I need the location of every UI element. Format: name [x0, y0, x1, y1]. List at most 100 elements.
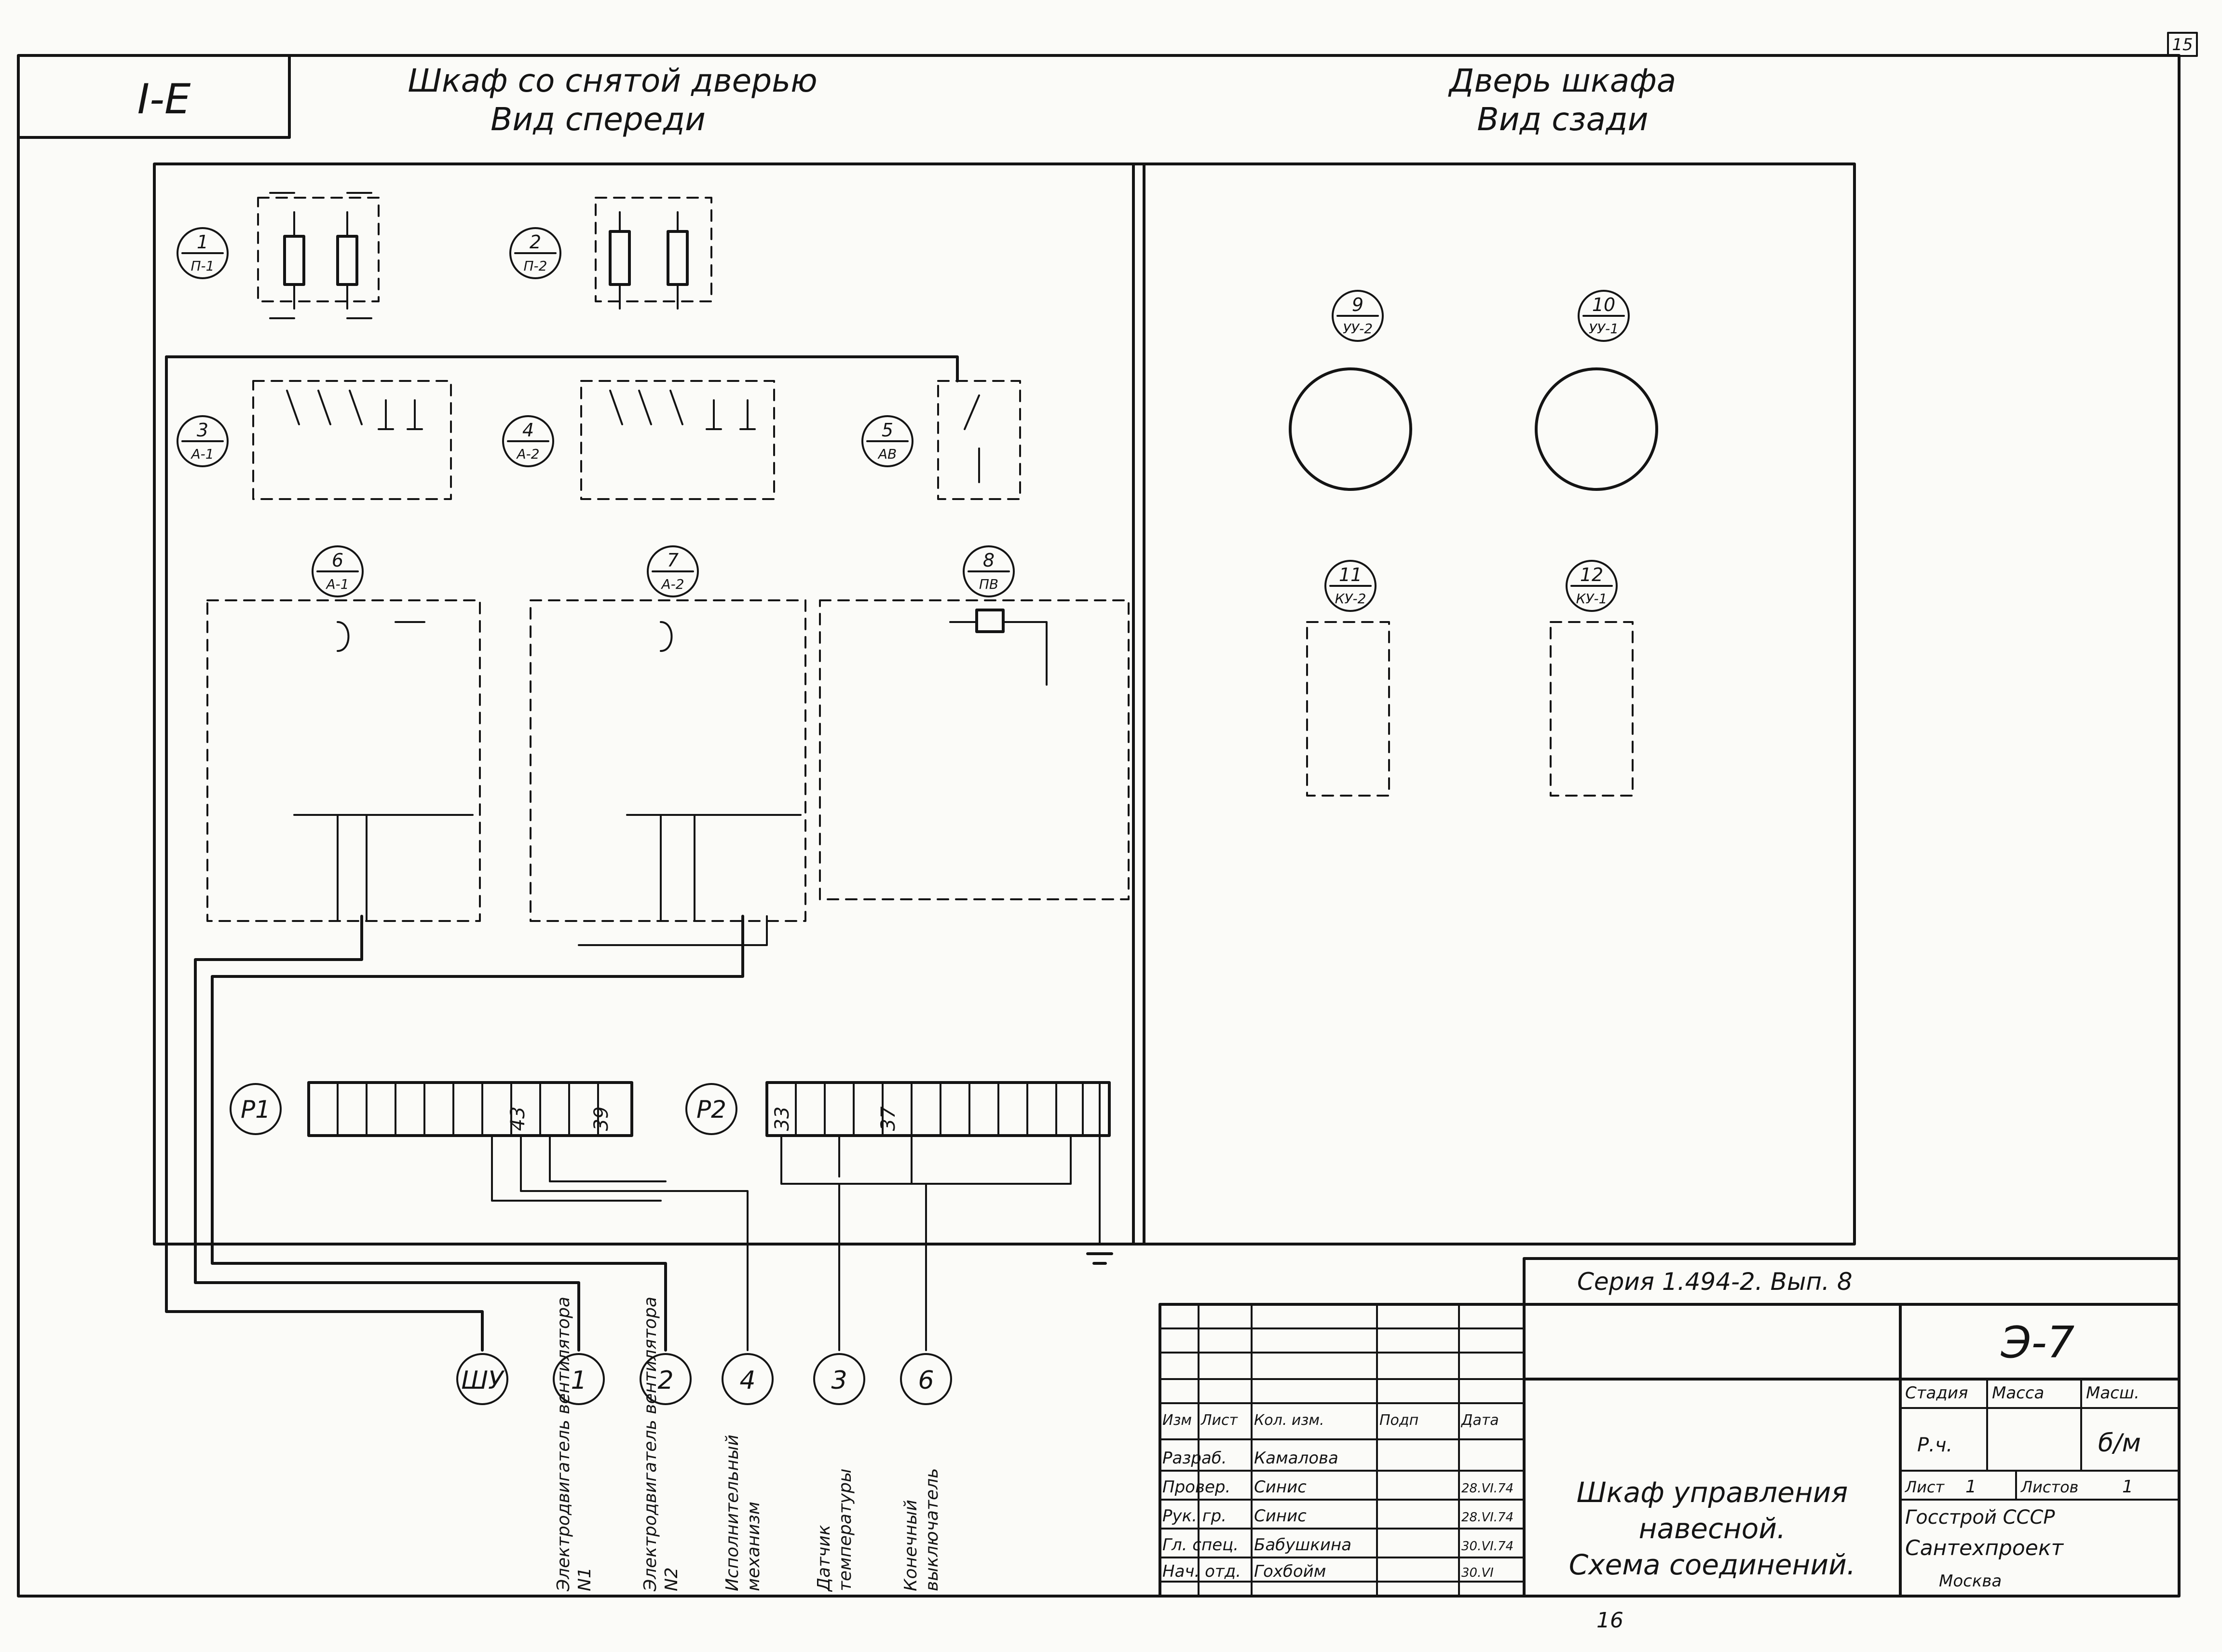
- device-code: АВ: [877, 446, 897, 462]
- device-number: 7: [667, 550, 679, 571]
- row-5-role: Нач. отд.: [1162, 1562, 1241, 1581]
- ground-icon: [1081, 1243, 1118, 1265]
- sheets-value: 1: [2122, 1477, 2133, 1497]
- row-4-role: Гл. спец.: [1162, 1535, 1239, 1555]
- relay-panel-8: [819, 599, 1130, 900]
- hdr-podp: Подп: [1379, 1412, 1418, 1429]
- org-line-3: Москва: [1939, 1571, 2002, 1591]
- external-device-label: N1: [575, 1567, 595, 1591]
- device-code: ПВ: [979, 576, 998, 592]
- device-badge-1: 1П-1: [177, 227, 229, 279]
- left-view-subtitle: Вид спереди: [491, 101, 706, 138]
- external-device-code: 3: [831, 1366, 847, 1395]
- left-view-title: Шкаф со снятой дверью: [408, 62, 817, 99]
- device-code: УУ-1: [1589, 321, 1619, 337]
- device-badges: 1П-12П-23А-14А-25АВ6А-17А-28ПВ9УУ-210УУ-…: [177, 227, 1630, 612]
- doc-name-line-1: Шкаф управления: [1577, 1476, 1848, 1509]
- view-code: Ⅰ-Е: [137, 75, 191, 123]
- terminal-block-left: Р1: [230, 1083, 282, 1135]
- sheet-number: 15: [2172, 35, 2193, 54]
- title-block: [1159, 1257, 2181, 1598]
- row-1-role: Разраб.: [1162, 1449, 1227, 1468]
- footer-stamp: 16: [1596, 1608, 1623, 1633]
- external-device-label: температуры: [835, 1469, 855, 1591]
- terminal-block-right: Р2: [685, 1083, 737, 1135]
- device-number: 3: [197, 420, 208, 441]
- external-device-ШУ: ШУ: [456, 1353, 508, 1405]
- scale-label: Масш.: [2086, 1383, 2140, 1403]
- device-code: А-2: [516, 446, 539, 462]
- door-back-outline: [1132, 162, 1856, 1246]
- terminal-block-label: Р1: [241, 1096, 271, 1124]
- device-number: 11: [1339, 564, 1362, 585]
- device-code: УУ-2: [1343, 321, 1373, 337]
- p2-value-37: 37: [877, 1106, 900, 1131]
- hdr-izm: Изм: [1162, 1412, 1192, 1429]
- external-device-code: 2: [657, 1366, 673, 1395]
- series-label: Серия 1.494-2. Вып. 8: [1577, 1268, 1853, 1296]
- device-number: 4: [522, 420, 534, 441]
- key-switch-11: [1306, 621, 1390, 797]
- terminal-strip-p2: [765, 1081, 1111, 1137]
- row-5-name: Гохбойм: [1254, 1562, 1326, 1581]
- row-4-date: 30.VI.74: [1461, 1539, 1513, 1554]
- row-1-name: Камалова: [1254, 1449, 1338, 1468]
- external-device-label: Исполнительный: [722, 1435, 742, 1591]
- external-device-code: ШУ: [461, 1366, 505, 1395]
- external-device-label: N2: [662, 1567, 682, 1591]
- external-device-code: 1: [571, 1366, 586, 1395]
- external-device-label: Электродвигатель вентилятора: [554, 1297, 573, 1592]
- stage-value: Р.ч.: [1917, 1434, 1952, 1456]
- row-3-name: Синис: [1254, 1506, 1307, 1526]
- device-badge-4: 4А-2: [502, 415, 554, 467]
- external-device-label: Конечный: [901, 1500, 921, 1591]
- row-4-name: Бабушкина: [1254, 1535, 1351, 1555]
- doc-name-line-3: Схема соединений.: [1569, 1548, 1855, 1581]
- device-badge-3: 3А-1: [177, 415, 229, 467]
- device-number: 1: [197, 231, 208, 253]
- external-device-code: 6: [918, 1366, 934, 1395]
- p2-value-33: 33: [771, 1107, 793, 1131]
- stage-label: Стадия: [1905, 1383, 1968, 1403]
- p1-value-39: 39: [590, 1107, 613, 1131]
- breaker-4: [580, 380, 775, 500]
- external-device-label: механизм: [744, 1502, 763, 1591]
- org-line-2: Сантехпроект: [1905, 1536, 2064, 1560]
- breaker-5: [937, 380, 1021, 500]
- sheet-value: 1: [1965, 1477, 1977, 1497]
- row-5-date: 30.VI: [1461, 1566, 1494, 1580]
- sheet-label: Лист: [1905, 1478, 1945, 1496]
- relay-panel-6: [206, 599, 481, 922]
- row-2-date: 28.VI.74: [1461, 1481, 1513, 1496]
- device-number: 9: [1352, 294, 1363, 315]
- device-number: 6: [332, 550, 343, 571]
- row-3-role: Рук. гр.: [1162, 1506, 1227, 1526]
- org-line-1: Госстрой СССР: [1905, 1506, 2055, 1529]
- scale-value: б/м: [2098, 1429, 2141, 1458]
- device-badge-8: 8ПВ: [963, 545, 1015, 597]
- right-view-subtitle: Вид сзади: [1477, 101, 1648, 138]
- rotary-switch-10: [1535, 367, 1658, 491]
- device-code: П-1: [191, 258, 215, 274]
- p1-value-43: 43: [507, 1107, 529, 1131]
- fuse-block-2: [595, 197, 712, 310]
- device-badge-7: 7А-2: [647, 545, 699, 597]
- device-badge-5: 5АВ: [861, 415, 913, 467]
- external-device-label: выключатель: [922, 1468, 942, 1591]
- row-3-date: 28.VI.74: [1461, 1510, 1513, 1525]
- device-code: П-2: [524, 258, 547, 274]
- terminal-block-labels: Р1 Р2: [230, 1083, 737, 1135]
- device-code: КУ-1: [1576, 591, 1608, 607]
- drawing-frame: 15: [17, 32, 2198, 1598]
- relay-panel-7: [530, 599, 806, 922]
- cabinet-front-outline: [153, 162, 1145, 1246]
- breaker-3: [252, 380, 452, 500]
